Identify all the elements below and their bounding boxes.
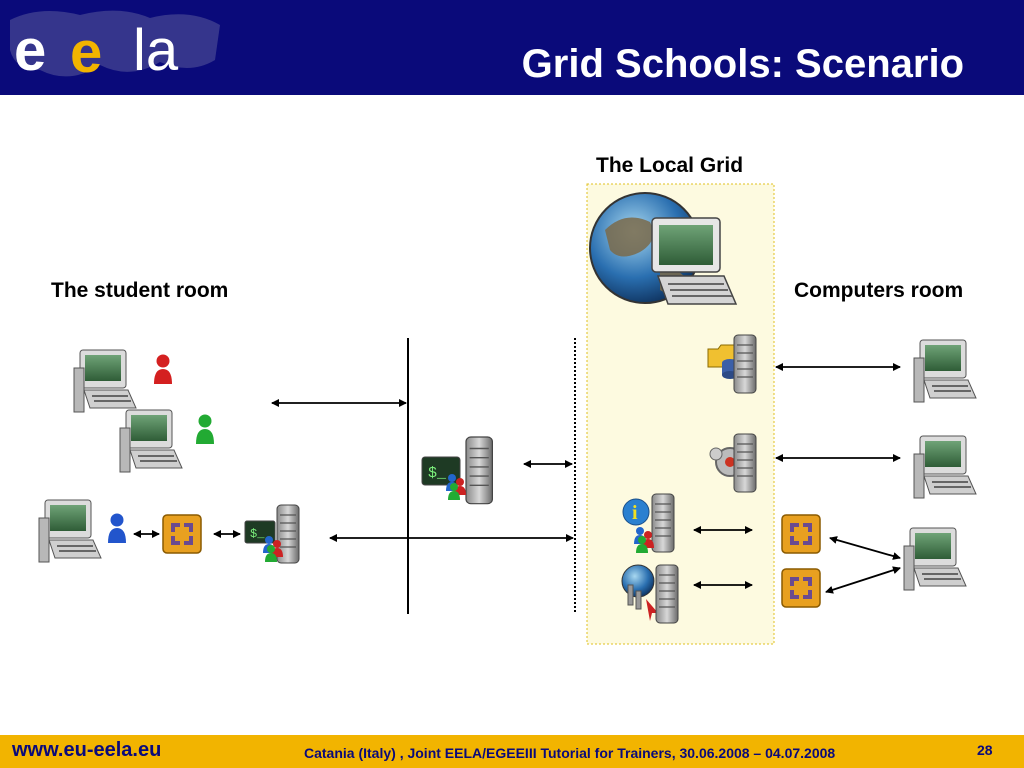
student-workstation-3 xyxy=(38,499,102,563)
computers-router-1-icon xyxy=(781,514,821,554)
grid-scenario-diagram: $_ $_ i xyxy=(38,183,977,645)
globe-computer-icon xyxy=(589,192,738,305)
information-service-icon: i xyxy=(622,493,675,553)
svg-text:la: la xyxy=(133,18,179,83)
computers-router-2-icon xyxy=(781,568,821,608)
student-workstation-2 xyxy=(119,409,183,473)
student-room-label: The student room xyxy=(51,279,229,302)
svg-text:e: e xyxy=(14,18,46,83)
svg-text:i: i xyxy=(632,502,638,524)
footer-bar: www.eu-eela.eu Catania (Italy) , Joint E… xyxy=(0,735,1024,768)
arrow-router2-worker xyxy=(825,566,901,594)
student-router-icon xyxy=(162,514,202,554)
eela-logo: e e la xyxy=(10,10,220,85)
user-red-icon xyxy=(154,354,172,384)
svg-text:$_: $_ xyxy=(250,527,265,541)
svg-text:e: e xyxy=(70,20,102,85)
page-number: 28 xyxy=(977,742,993,758)
worker-node-1 xyxy=(913,339,977,403)
resource-broker-icon xyxy=(621,564,679,624)
header-bar: e e la Grid Schools: Scenario xyxy=(0,0,1024,95)
storage-element-icon xyxy=(707,334,757,394)
computers-room-label: Computers room xyxy=(794,279,964,302)
user-blue-icon xyxy=(108,513,126,543)
arrow-router1-worker xyxy=(829,536,901,560)
page-title: Grid Schools: Scenario xyxy=(521,42,964,86)
ui-server-icon: $_ xyxy=(421,436,494,505)
computing-element-icon xyxy=(709,433,757,493)
student-workstation-1 xyxy=(73,349,137,413)
worker-node-2 xyxy=(913,435,977,499)
user-green-icon xyxy=(196,414,214,444)
worker-node-3 xyxy=(903,527,967,591)
footer-conference-text: Catania (Italy) , Joint EELA/EGEEIII Tut… xyxy=(304,745,836,761)
student-ui-server-icon: $_ xyxy=(244,504,300,564)
svg-text:$_: $_ xyxy=(428,465,447,482)
local-grid-label: The Local Grid xyxy=(596,154,744,177)
footer-url-link[interactable]: www.eu-eela.eu xyxy=(12,739,162,761)
